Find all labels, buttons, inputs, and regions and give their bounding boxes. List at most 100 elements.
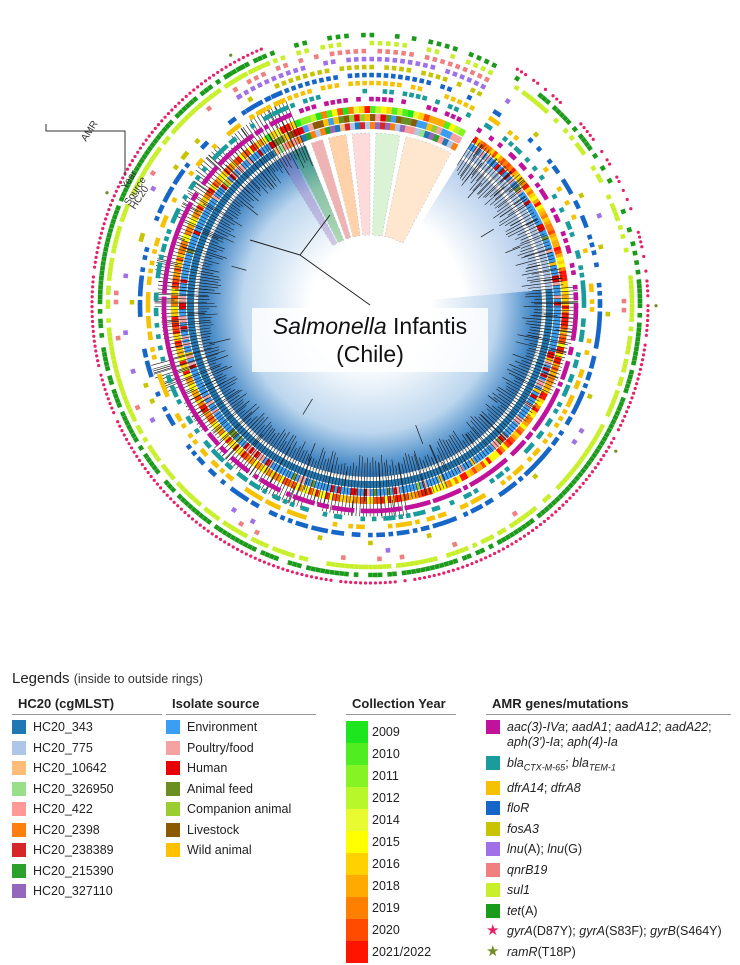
hc20-label: HC20_422 <box>33 802 93 817</box>
amr-label: fosA3 <box>507 822 539 837</box>
source-swatch <box>166 741 180 755</box>
hc20-swatch <box>12 782 26 796</box>
year-swatch <box>346 721 368 743</box>
amr-swatch <box>486 781 500 795</box>
tree-title-serovar: Infantis <box>387 313 468 339</box>
phylogenetic-tree: AMR Year Source HC20 Salmonella Infantis… <box>0 0 740 665</box>
source-swatch <box>166 823 180 837</box>
source-swatch <box>166 782 180 796</box>
hc20-swatch <box>12 720 26 734</box>
hc20-label: HC20_10642 <box>33 761 107 776</box>
hc20-swatch <box>12 761 26 775</box>
amr-legend-item: dfrA14; dfrA8 <box>486 781 731 796</box>
year-color-bar <box>346 721 368 963</box>
legend-amr-heading: AMR genes/mutations <box>486 694 731 715</box>
amr-label: ramR(T18P) <box>507 945 576 960</box>
hc20-label: HC20_238389 <box>33 843 114 858</box>
amr-label: blaCTX-M-65; blaTEM-1 <box>507 756 616 776</box>
amr-label: lnu(A); lnu(G) <box>507 842 582 857</box>
year-label: 2009 <box>372 721 431 743</box>
year-swatch <box>346 831 368 853</box>
source-legend-item: Companion animal <box>166 802 316 817</box>
source-legend-item: Poultry/food <box>166 741 316 756</box>
amr-legend-item: aac(3)-IVa; aadA1; aadA12; aadA22; aph(3… <box>486 720 731 750</box>
year-label: 2021/2022 <box>372 941 431 963</box>
legend-year-heading: Collection Year <box>346 694 456 715</box>
star-icon: ★ <box>486 924 500 938</box>
tree-title: Salmonella Infantis <box>273 313 467 339</box>
amr-label: aac(3)-IVa; aadA1; aadA12; aadA22; aph(3… <box>507 720 731 750</box>
hc20-legend-item: HC20_326950 <box>12 782 162 797</box>
hc20-legend-item: HC20_343 <box>12 720 162 735</box>
source-swatch <box>166 720 180 734</box>
year-swatch <box>346 809 368 831</box>
amr-swatch <box>486 863 500 877</box>
year-swatch <box>346 875 368 897</box>
hc20-label: HC20_2398 <box>33 823 100 838</box>
year-swatch <box>346 787 368 809</box>
source-label: Companion animal <box>187 802 291 817</box>
source-legend-item: Livestock <box>166 823 316 838</box>
hc20-swatch <box>12 884 26 898</box>
source-label: Wild animal <box>187 843 252 858</box>
year-label: 2015 <box>372 831 431 853</box>
amr-legend-item: sul1 <box>486 883 731 898</box>
hc20-label: HC20_215390 <box>33 864 114 879</box>
hc20-label: HC20_343 <box>33 720 93 735</box>
star-icon: ★ <box>486 945 500 959</box>
source-label: Animal feed <box>187 782 253 797</box>
amr-legend-item: ★gyrA(D87Y); gyrA(S83F); gyrB(S464Y) <box>486 924 731 939</box>
source-legend-item: Human <box>166 761 316 776</box>
year-label: 2020 <box>372 919 431 941</box>
year-label: 2019 <box>372 897 431 919</box>
amr-swatch <box>486 822 500 836</box>
year-label: 2018 <box>372 875 431 897</box>
hc20-swatch <box>12 823 26 837</box>
hc20-legend-item: HC20_422 <box>12 802 162 817</box>
amr-legend-item: blaCTX-M-65; blaTEM-1 <box>486 756 731 776</box>
hc20-legend-item: HC20_215390 <box>12 864 162 879</box>
year-swatch <box>346 765 368 787</box>
year-swatch <box>346 743 368 765</box>
source-swatch <box>166 843 180 857</box>
amr-label: dfrA14; dfrA8 <box>507 781 581 796</box>
year-swatch <box>346 897 368 919</box>
hc20-legend-item: HC20_238389 <box>12 843 162 858</box>
source-label: Human <box>187 761 227 776</box>
amr-label: tet(A) <box>507 904 538 919</box>
year-label: 2011 <box>372 765 431 787</box>
source-swatch <box>166 761 180 775</box>
year-swatch <box>346 853 368 875</box>
amr-legend-item: lnu(A); lnu(G) <box>486 842 731 857</box>
source-legend-item: Animal feed <box>166 782 316 797</box>
source-label: Poultry/food <box>187 741 254 756</box>
hc20-label: HC20_327110 <box>33 884 113 899</box>
source-label: Environment <box>187 720 257 735</box>
year-label: 2016 <box>372 853 431 875</box>
hc20-legend-item: HC20_10642 <box>12 761 162 776</box>
hc20-legend-item: HC20_775 <box>12 741 162 756</box>
amr-legend-item: ★ ramR(T18P) <box>486 945 731 960</box>
amr-swatch <box>486 801 500 815</box>
year-label: 2010 <box>372 743 431 765</box>
source-label: Livestock <box>187 823 239 838</box>
amr-swatch <box>486 842 500 856</box>
amr-legend-item: fosA3 <box>486 822 731 837</box>
year-swatch <box>346 919 368 941</box>
year-label: 2014 <box>372 809 431 831</box>
legend-hc20-heading: HC20 (cgMLST) <box>12 694 162 715</box>
legend-title-text: Legends <box>12 670 70 687</box>
ring-labels: AMR Year Source HC20 <box>46 119 152 212</box>
source-legend-item: Environment <box>166 720 316 735</box>
amr-swatch <box>486 883 500 897</box>
hc20-swatch <box>12 864 26 878</box>
tree-subtitle: (Chile) <box>336 341 404 367</box>
legend-amr: AMR genes/mutations aac(3)-IVa; aadA1; a… <box>486 694 731 965</box>
hc20-swatch <box>12 802 26 816</box>
amr-swatch <box>486 904 500 918</box>
tree-title-genus: Salmonella <box>273 313 387 339</box>
legend-title: Legends (inside to outside rings) <box>12 670 203 687</box>
